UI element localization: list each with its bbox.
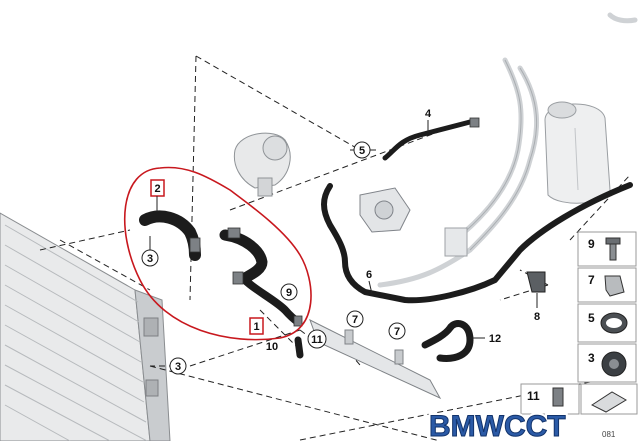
callout-3b: 3 [169,357,187,375]
callout-3b-label: 3 [175,361,181,373]
callout-1: 1 [249,317,264,335]
legend-item-grommet: 3 [577,343,637,383]
callout-7b: 7 [388,322,406,340]
valve-assembly [359,187,468,257]
radiator [0,212,171,441]
callout-6-label: 6 [366,269,372,281]
callout-1-label: 1 [253,321,259,333]
legend-number-5: 5 [588,311,595,325]
legend-number-7: 7 [588,273,595,287]
callout-9: 9 [280,283,298,301]
callout-10-label: 10 [266,341,278,353]
bracket-8 [526,271,546,293]
callout-3a: 3 [141,236,159,267]
legend-number-3: 3 [588,351,595,365]
lower-bracket [309,318,442,400]
callout-7a: 7 [346,310,364,328]
expansion-tank [544,101,611,204]
legend-item-hose-clip: 7 [577,267,637,303]
callout-5-label: 5 [359,145,365,157]
callout-11: 11 [307,329,327,349]
bmwcct-watermark: BMWCCT BMWCCT [427,408,569,441]
callout-2-label: 2 [154,183,160,195]
callout-7b-label: 7 [394,326,400,338]
legend-item-bolt: 9 [577,231,637,267]
callout-8-label: 8 [534,311,540,323]
callout-12-label: 12 [489,333,501,345]
hose-clamps [189,117,480,327]
callout-7a-label: 7 [352,314,358,326]
legend-item-hose-clamp: 5 [577,303,637,343]
callout-8: 8 [534,293,540,323]
callout-2: 2 [150,179,165,212]
callout-5: 5 [353,141,371,159]
ghost-pipes-outline [454,59,538,251]
watermark-outline: BMWCCT [429,410,566,441]
callout-4-label: 4 [425,108,432,120]
legend-number-9: 9 [588,237,595,251]
callout-3a-label: 3 [147,253,153,265]
callout-11-label: 11 [311,334,323,346]
legend-item-retaining-clip: 11 [520,383,638,415]
legend-number-11: 11 [527,389,540,403]
callout-10: 10 [266,341,278,353]
reference-number: 081 [602,430,616,439]
callout-9-label: 9 [286,287,292,299]
highlight-outline [123,166,312,341]
callout-12: 12 [470,333,501,345]
callout-4: 4 [425,108,432,132]
thermostat-housing [233,132,291,197]
watermark-text: BMWCCT [429,410,566,441]
hoses [139,119,633,362]
parts-legend: 9 7 5 3 11 [520,231,638,415]
callout-6: 6 [366,269,373,295]
